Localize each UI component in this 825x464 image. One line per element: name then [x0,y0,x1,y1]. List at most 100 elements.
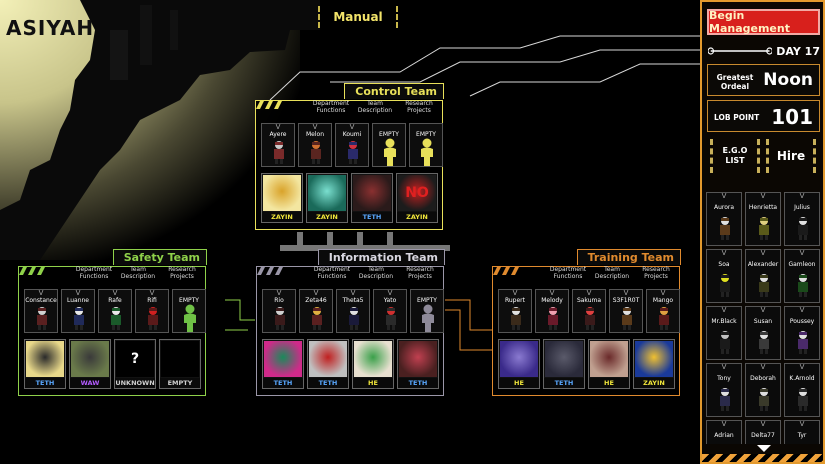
agent-name: K.Arnold [789,375,815,382]
abnormality-cell[interactable]: HE [588,339,630,389]
abnormality-cell[interactable]: HE [352,339,394,389]
city-silhouette [0,0,320,260]
agent-slot[interactable]: EMPTY [372,123,406,167]
agent-name: Susan [753,318,773,325]
agent-name: Deborah [750,375,776,382]
agent-name: S3F1R0T [612,297,640,304]
agent-slot[interactable]: EMPTY [172,289,206,333]
risk-level: ZAYIN [307,212,347,222]
risk-level: ZAYIN [634,378,674,388]
agent-portrait [71,306,87,330]
empty-slot-icon [418,138,436,166]
tab-team-description[interactable]: Team Description [594,266,630,280]
ego-list-button[interactable]: E.G.O LIST [710,139,760,173]
abnormality-cell[interactable]: ZAYIN [261,173,303,223]
tab-department-functions[interactable]: Department Functions [549,266,587,280]
agent-rank: V [112,289,118,297]
agent-name: Constance [25,297,57,304]
risk-level: EMPTY [160,378,200,388]
abnormality-portrait [545,341,583,377]
begin-management-button[interactable]: Begin Management [707,9,820,35]
abnormality-cell[interactable]: TETH [351,173,393,223]
agent-rank: V [349,123,355,131]
agent-slot[interactable]: EMPTY [410,289,444,333]
abnormality-cell[interactable]: ?UNKNOWN [114,339,156,389]
tab-team-description[interactable]: Team Description [357,100,393,114]
agent-name: Adrian [714,432,734,439]
agent-name: Mr.Black [711,318,737,325]
agent-slot[interactable]: EMPTY [409,123,443,167]
agent-name: Tyr [797,432,807,439]
abnormality-cell[interactable]: WAW [69,339,111,389]
agent-portrait [582,306,598,330]
agent-rank: V [549,289,555,297]
tab-research-projects[interactable]: Research Projects [406,266,434,280]
abnormality-cell[interactable]: ZAYIN [633,339,675,389]
abnormality-portrait [500,341,538,377]
abnormality-cell[interactable]: TETH [262,339,304,389]
tab-team-description[interactable]: Team Description [120,266,156,280]
tab-research-projects[interactable]: Research Projects [405,100,433,114]
hire-button[interactable]: Hire [766,139,816,173]
abnormality-cell[interactable]: TETH [24,339,66,389]
tab-team-description[interactable]: Team Description [358,266,394,280]
abnormality-symbol: NO [405,185,429,201]
tab-research-projects[interactable]: Research Projects [642,266,670,280]
team-title: Training Team [576,249,681,265]
abnormality-portrait [308,175,346,211]
manual-button[interactable]: Manual [318,6,398,28]
agent-rank: V [38,289,44,297]
abnormality-cell[interactable]: TETH [307,339,349,389]
abnormality-cell[interactable]: TETH [397,339,439,389]
tab-department-functions[interactable]: Department Functions [75,266,113,280]
abnormality-cell[interactable]: ZAYIN [306,173,348,223]
abnormality-cell[interactable]: HE [498,339,540,389]
scroll-down-icon[interactable] [757,445,771,452]
tab-department-functions[interactable]: Department Functions [312,100,350,114]
abnormality-cell[interactable]: EMPTY [159,339,201,389]
abnormality-cell[interactable]: TETH [543,339,585,389]
agent-rank: V [75,289,81,297]
tab-department-functions[interactable]: Department Functions [313,266,351,280]
agent-portrait [656,306,672,330]
agent-rank: V [799,249,805,257]
tab-research-projects[interactable]: Research Projects [168,266,196,280]
agent-name: Yato [383,297,397,304]
agent-rank: V [721,192,727,200]
